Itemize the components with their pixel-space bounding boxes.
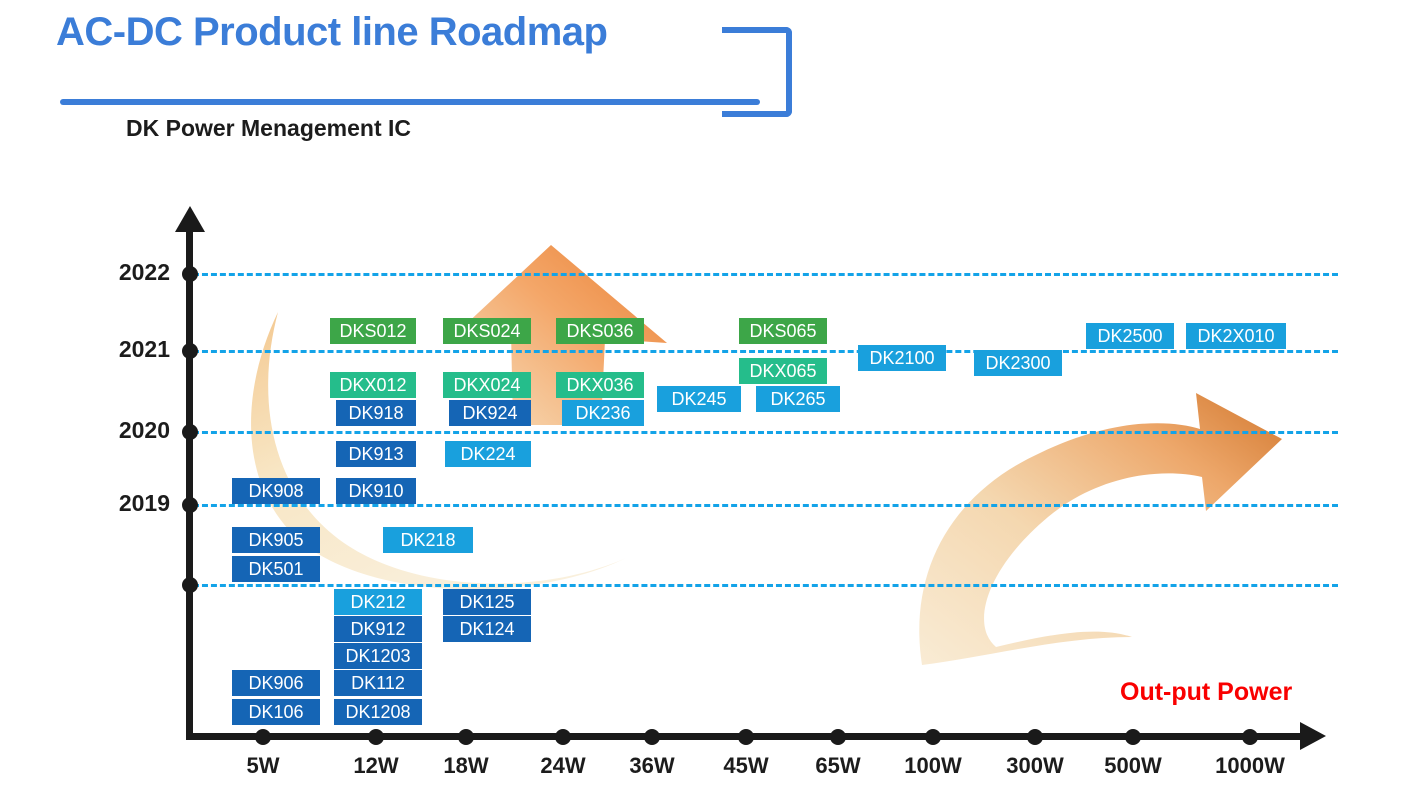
title-underline [60, 99, 760, 105]
gridline-2020 [193, 431, 1338, 434]
page-title: AC-DC Product line Roadmap [56, 10, 608, 54]
y-tick-dot [182, 343, 198, 359]
product-box-dk908[interactable]: DK908 [232, 478, 320, 504]
y-axis-arrowhead-icon [175, 206, 205, 232]
product-box-dk2x010[interactable]: DK2X010 [1186, 323, 1286, 349]
x-tick-dot [644, 729, 660, 745]
product-box-dk125[interactable]: DK125 [443, 589, 531, 615]
x-axis-label: 12W [353, 753, 399, 778]
x-tick-dot [255, 729, 271, 745]
product-box-dk212[interactable]: DK212 [334, 589, 422, 615]
product-box-dks065[interactable]: DKS065 [739, 318, 827, 344]
y-axis-label: 2021 [118, 336, 170, 362]
product-box-dkx036[interactable]: DKX036 [556, 372, 644, 398]
product-box-dk112[interactable]: DK112 [334, 670, 422, 696]
gridline-2021 [193, 350, 1338, 353]
product-box-dk2500[interactable]: DK2500 [1086, 323, 1174, 349]
x-tick-dot [368, 729, 384, 745]
product-box-dk224[interactable]: DK224 [445, 441, 531, 467]
x-axis-label: 300W [1006, 753, 1064, 778]
product-box-dk906[interactable]: DK906 [232, 670, 320, 696]
product-box-dk124[interactable]: DK124 [443, 616, 531, 642]
x-tick-dot [555, 729, 571, 745]
product-box-dk2300[interactable]: DK2300 [974, 350, 1062, 376]
product-box-dk905[interactable]: DK905 [232, 527, 320, 553]
product-box-dks036[interactable]: DKS036 [556, 318, 644, 344]
x-axis-label: 45W [723, 753, 769, 778]
product-box-dk918[interactable]: DK918 [336, 400, 416, 426]
product-box-dk1208[interactable]: DK1208 [334, 699, 422, 725]
y-tick-dot [182, 266, 198, 282]
x-axis-label: 1000W [1215, 753, 1285, 778]
product-box-dk924[interactable]: DK924 [449, 400, 531, 426]
product-box-dkx065[interactable]: DKX065 [739, 358, 827, 384]
y-axis-label: 2020 [118, 417, 170, 443]
product-box-dkx024[interactable]: DKX024 [443, 372, 531, 398]
x-tick-dot [1242, 729, 1258, 745]
x-tick-dot [925, 729, 941, 745]
x-axis-label: 18W [443, 753, 489, 778]
swoosh-arrow-right-icon [919, 393, 1282, 665]
product-box-dk501[interactable]: DK501 [232, 556, 320, 582]
x-tick-dot [738, 729, 754, 745]
product-box-dk265[interactable]: DK265 [756, 386, 840, 412]
y-axis-label: 2019 [118, 490, 170, 516]
y-tick-dot [182, 497, 198, 513]
product-box-dkx012[interactable]: DKX012 [330, 372, 416, 398]
product-box-dks024[interactable]: DKS024 [443, 318, 531, 344]
product-box-dk218[interactable]: DK218 [383, 527, 473, 553]
product-box-dk910[interactable]: DK910 [336, 478, 416, 504]
gridline-2022 [193, 273, 1338, 276]
x-tick-dot [458, 729, 474, 745]
x-axis-title: Out-put Power [1120, 678, 1293, 706]
product-box-dk106[interactable]: DK106 [232, 699, 320, 725]
gridline-2019 [193, 504, 1338, 507]
gridline-baseline [193, 584, 1338, 587]
x-axis-label: 5W [246, 753, 280, 778]
x-axis-label: 100W [904, 753, 962, 778]
x-axis-label: 24W [540, 753, 586, 778]
product-box-dk245[interactable]: DK245 [657, 386, 741, 412]
product-box-dk236[interactable]: DK236 [562, 400, 644, 426]
x-axis-label: 65W [815, 753, 861, 778]
product-box-dks012[interactable]: DKS012 [330, 318, 416, 344]
x-tick-dot [1125, 729, 1141, 745]
y-axis-label: 2022 [118, 259, 170, 285]
product-box-dk2100[interactable]: DK2100 [858, 345, 946, 371]
y-axis-line [186, 228, 193, 736]
x-axis-arrowhead-icon [1300, 722, 1326, 750]
product-box-dk1203[interactable]: DK1203 [334, 643, 422, 669]
y-tick-dot [182, 577, 198, 593]
x-axis-label: 500W [1104, 753, 1162, 778]
title-bracket-decoration [722, 27, 792, 117]
x-tick-dot [1027, 729, 1043, 745]
product-box-dk913[interactable]: DK913 [336, 441, 416, 467]
product-box-dk912[interactable]: DK912 [334, 616, 422, 642]
x-axis-label: 36W [629, 753, 675, 778]
page-subtitle: DK Power Menagement IC [126, 115, 411, 141]
y-tick-dot [182, 424, 198, 440]
x-tick-dot [830, 729, 846, 745]
